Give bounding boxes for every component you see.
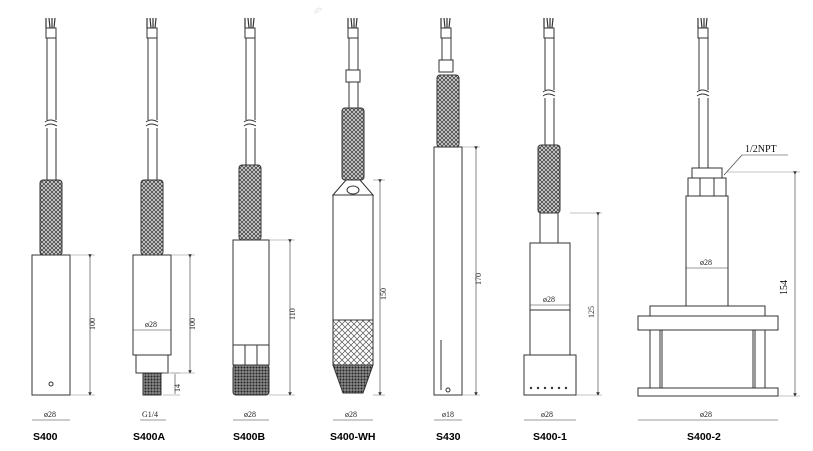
- s400a-thread-length: 14: [173, 384, 182, 392]
- sensor-s400b: 110 ø28 S400B: [232, 17, 297, 443]
- sensor-s400a: 100 14 ø28 G1/4 S400A: [132, 17, 197, 443]
- s400b-height: 110: [288, 308, 297, 320]
- s400-1-vent-holes: [529, 386, 568, 390]
- s400a-thread: G1/4: [142, 410, 158, 419]
- sensor-s400: 100 ø28 S400: [31, 17, 97, 443]
- s400-2-diameter: ø28: [700, 258, 712, 267]
- s430-diameter: ø18: [442, 410, 454, 419]
- s430-height: 170: [474, 273, 483, 285]
- s430-label: S430: [436, 431, 461, 443]
- s400b-label: S400B: [233, 431, 266, 443]
- s400-2-height: 154: [779, 280, 790, 295]
- s400wh-height: 150: [379, 288, 388, 300]
- s400b-diameter: ø28: [244, 410, 256, 419]
- s400-label: S400: [33, 431, 58, 443]
- s400a-diameter: ø28: [145, 320, 157, 329]
- sensor-s430: 170 ø18 S430: [433, 17, 483, 443]
- s400-1-label: S400-1: [533, 431, 567, 443]
- s400a-label: S400A: [133, 431, 166, 443]
- s400-2-npt-note: 1/2NPT: [745, 144, 777, 155]
- sensor-s400-1: 125 ø28 ø28 S400-1: [523, 17, 602, 443]
- s400-1-height: 125: [587, 306, 596, 318]
- s400wh-diameter: ø28: [345, 410, 357, 419]
- watermark: ats: [312, 3, 324, 15]
- s400-1-diameter: ø28: [543, 295, 555, 304]
- s400-2-label: S400-2: [687, 431, 721, 443]
- s400-height: 100: [88, 318, 97, 330]
- s400wh-label: S400-WH: [330, 431, 376, 443]
- s400-2-base-diameter: ø28: [700, 410, 712, 419]
- s400-1-base-diameter: ø28: [541, 410, 553, 419]
- s400a-height: 100: [188, 318, 197, 330]
- s400-diameter: ø28: [44, 410, 56, 419]
- sensor-s400-wh: 150 ø28 S400-WH: [330, 17, 388, 443]
- sensor-s400-2: 1/2NPT 154 ø28 ø28 S400-2: [637, 17, 800, 443]
